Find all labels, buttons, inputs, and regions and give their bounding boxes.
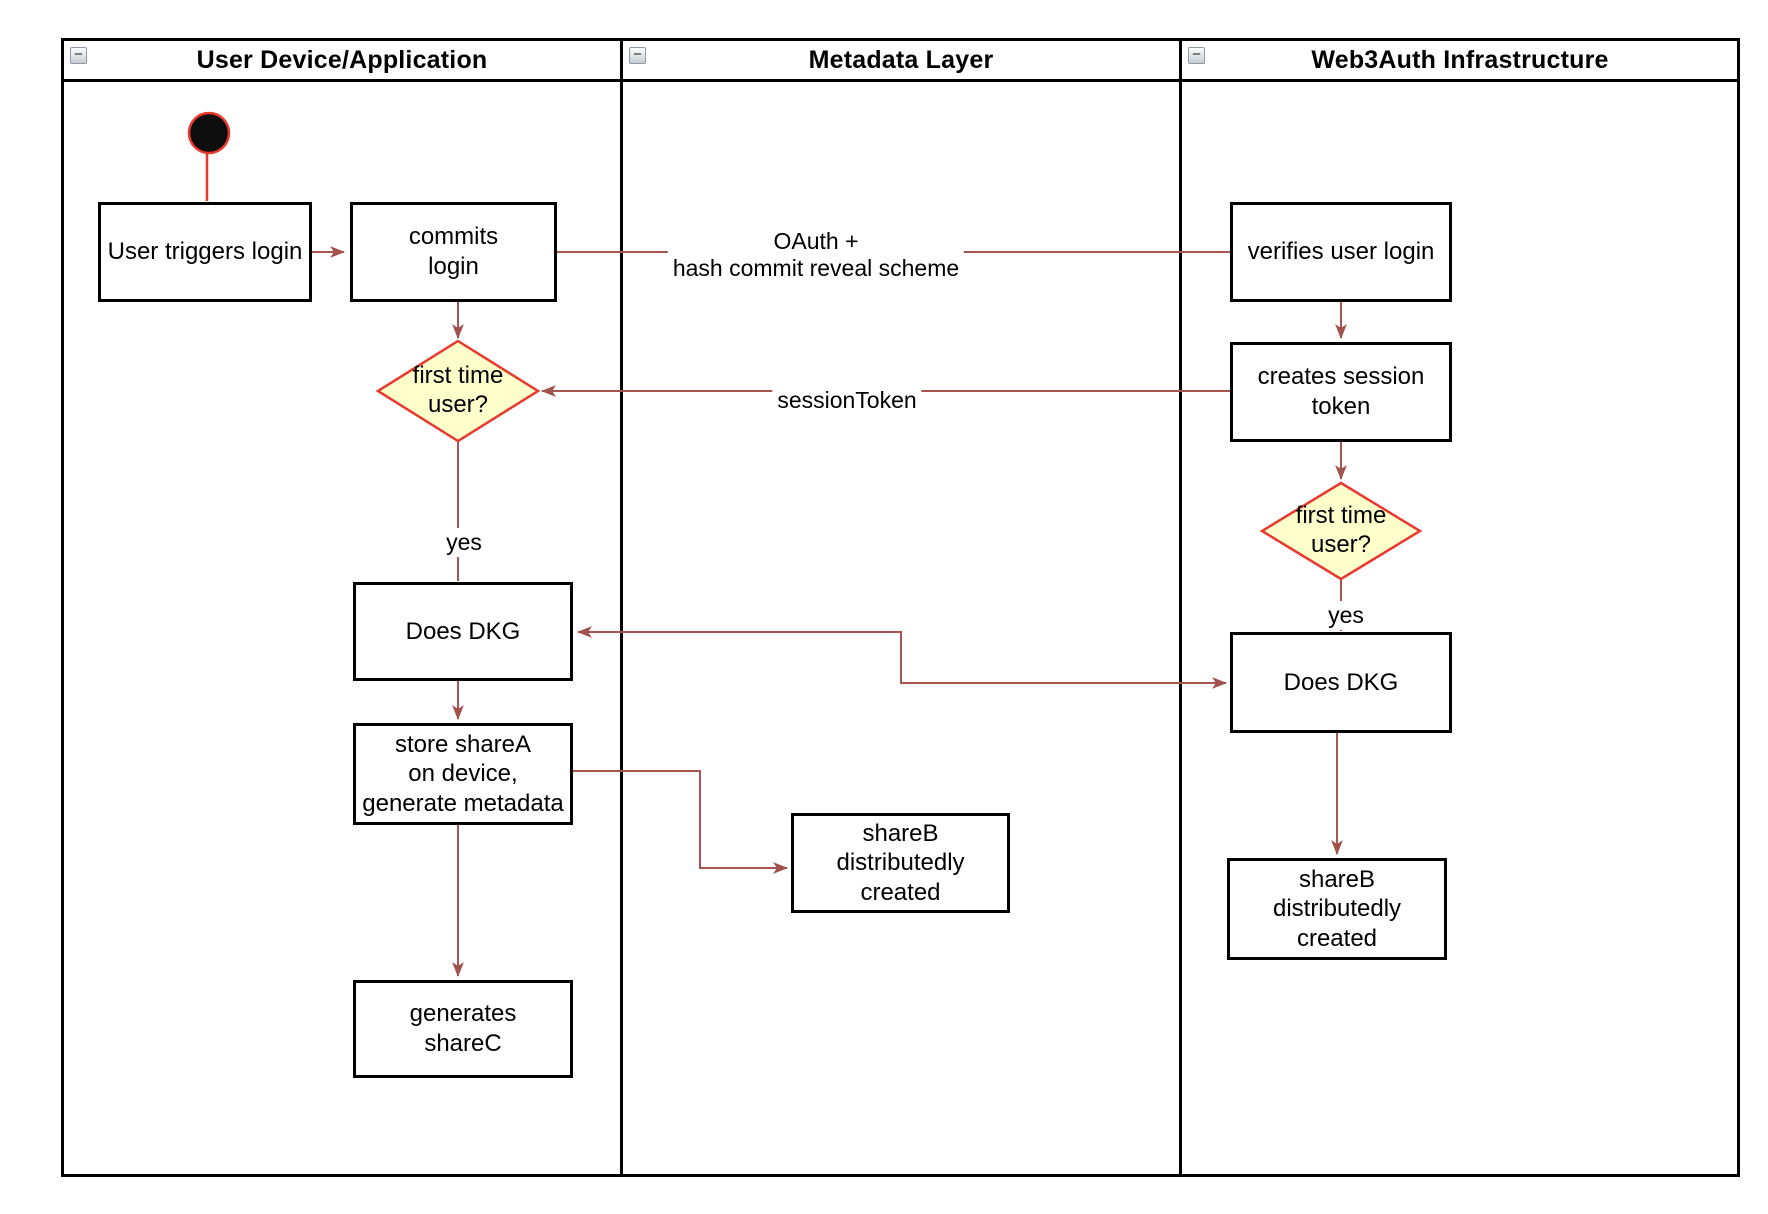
node-does-dkg-right[interactable]: Does DKG (1230, 632, 1452, 733)
lane-title-metadata: Metadata Layer (808, 45, 994, 74)
collapse-lane-icon[interactable]: − (70, 47, 87, 64)
node-shareb-metadata[interactable]: shareB distributedly created (791, 813, 1010, 913)
decision-first-time-user-left[interactable] (375, 339, 541, 443)
decision-first-time-user-right[interactable] (1259, 481, 1423, 581)
lane-divider-2 (1179, 38, 1182, 1177)
edge-doesdkg-left-doesdkg-right (576, 626, 1228, 689)
node-user-triggers-login[interactable]: User triggers login (98, 202, 312, 302)
edge-label-sessiontoken: sessionToken (772, 386, 922, 416)
lane-header-separator (61, 79, 1740, 82)
edge-label-oauth: OAuth + hash commit reveal scheme (667, 227, 965, 284)
start-node[interactable] (187, 111, 231, 155)
lane-title-web3auth: Web3Auth Infrastructure (1311, 45, 1609, 74)
edge-label-yes-left: yes (441, 528, 487, 558)
node-does-dkg-left[interactable]: Does DKG (353, 582, 573, 681)
node-commits-login[interactable]: commits login (350, 202, 557, 302)
pool-frame (61, 38, 1740, 1177)
node-verifies-user-login[interactable]: verifies user login (1230, 202, 1452, 302)
node-shareb-right[interactable]: shareB distributedly created (1227, 858, 1447, 960)
collapse-lane-icon[interactable]: − (1188, 47, 1205, 64)
collapse-lane-icon[interactable]: − (629, 47, 646, 64)
lane-title-user-device: User Device/Application (196, 45, 488, 74)
node-store-sharea[interactable]: store shareA on device, generate metadat… (353, 723, 573, 825)
node-creates-session-token[interactable]: creates session token (1230, 342, 1452, 442)
lane-divider-1 (620, 38, 623, 1177)
edge-store-to-shareb-metadata (573, 770, 789, 874)
node-generates-sharec[interactable]: generates shareC (353, 980, 573, 1078)
edge-label-yes-right: yes (1323, 601, 1369, 631)
